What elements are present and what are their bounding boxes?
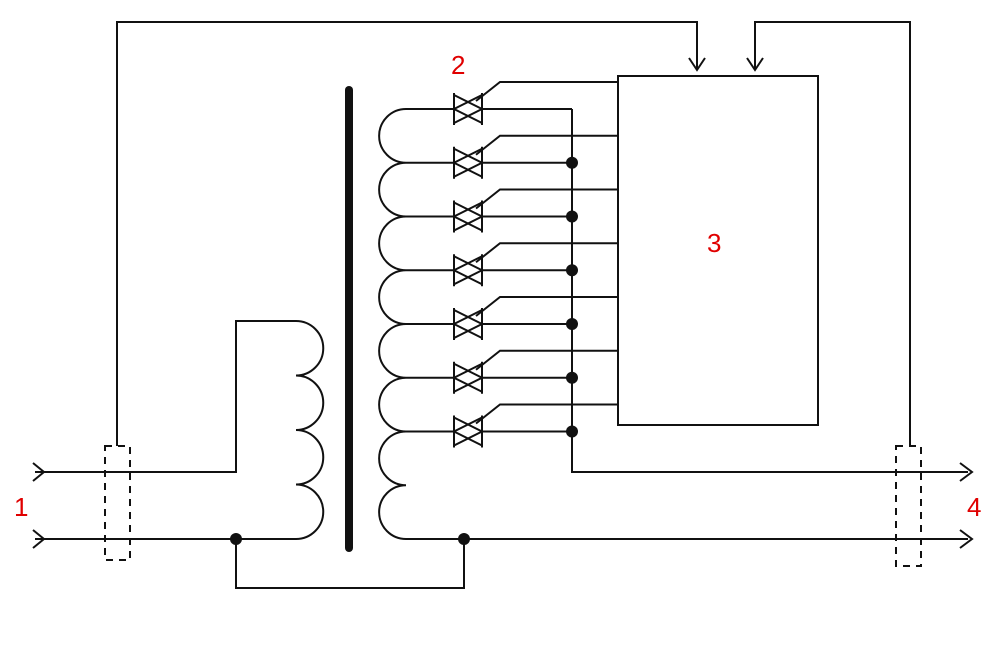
junctions xyxy=(230,156,578,545)
label-control-block: 3 xyxy=(707,228,722,258)
output-connector xyxy=(895,445,922,567)
input-connector xyxy=(104,445,131,561)
tap-branch xyxy=(406,188,618,233)
secondary-winding xyxy=(378,108,407,540)
switch-bus xyxy=(571,109,968,473)
input-arrow-upper xyxy=(32,462,46,482)
label-output: 4 xyxy=(967,492,982,522)
tap-branches xyxy=(406,81,618,448)
sense-arrow-right xyxy=(746,57,764,72)
arrows xyxy=(32,57,974,549)
junction-dot xyxy=(566,425,578,438)
gate-wire xyxy=(475,403,618,425)
junction-dot xyxy=(566,156,578,169)
sense-wire-left xyxy=(116,21,698,446)
control-block xyxy=(617,75,819,426)
tap-branch xyxy=(406,242,618,287)
common-return xyxy=(235,539,465,589)
junction-dot xyxy=(566,371,578,384)
connectors xyxy=(104,445,922,567)
gate-wire xyxy=(475,81,618,102)
label-input: 1 xyxy=(14,492,29,522)
gate-wire xyxy=(475,188,618,210)
sense-wire-right xyxy=(754,21,911,446)
secondary-coil-path xyxy=(378,108,407,540)
junction-dot xyxy=(566,318,578,330)
input-arrow-lower xyxy=(32,529,46,549)
gate-wire xyxy=(475,349,618,371)
output-arrow-lower xyxy=(959,529,974,549)
tap-branch xyxy=(406,81,618,125)
gate-wire xyxy=(475,296,618,317)
gate-wire xyxy=(475,242,618,264)
tap-branch xyxy=(406,134,618,179)
junction-dot xyxy=(458,533,470,545)
primary-coil-path xyxy=(295,320,325,540)
tap-branch xyxy=(406,403,618,448)
label-switches: 2 xyxy=(451,50,466,80)
primary-winding xyxy=(295,320,325,540)
sense-arrow-left xyxy=(688,57,706,72)
gate-wire xyxy=(475,134,618,156)
input-line-upper xyxy=(35,320,296,473)
tap-branch xyxy=(406,349,618,394)
junction-dot xyxy=(566,210,578,223)
wiring xyxy=(35,21,968,589)
junction-dot xyxy=(566,264,578,277)
junction-dot xyxy=(230,533,242,545)
tap-branch xyxy=(406,296,618,340)
output-arrow-upper xyxy=(959,462,974,482)
